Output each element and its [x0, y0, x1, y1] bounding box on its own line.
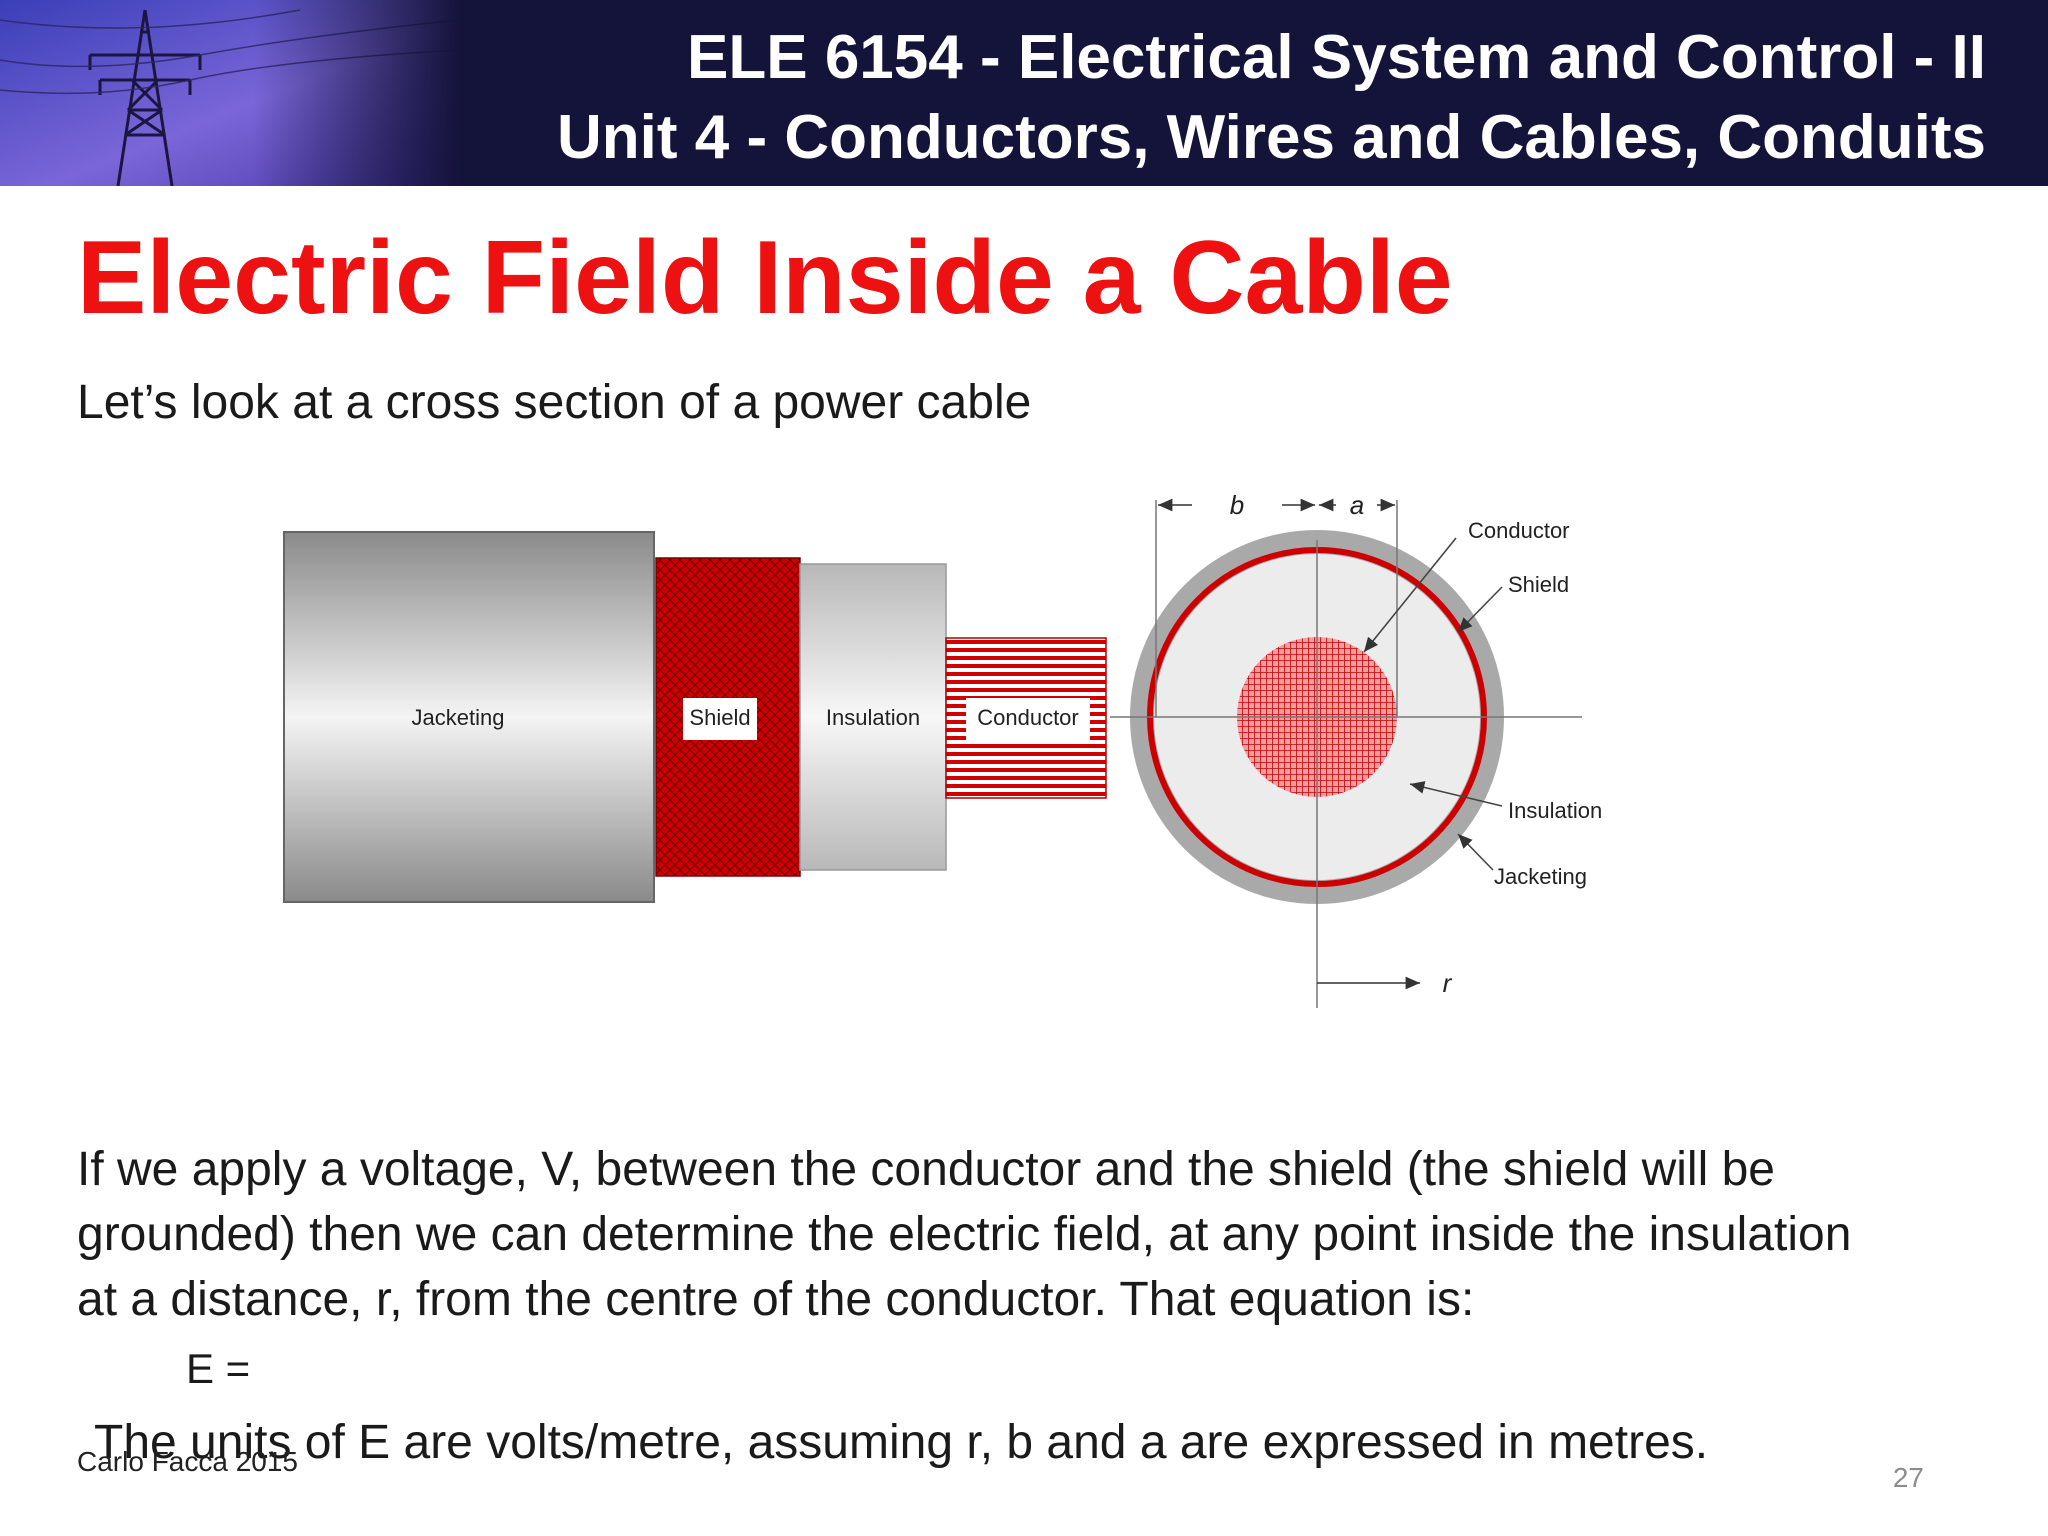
unit-title: Unit 4 - Conductors, Wires and Cables, C… — [557, 103, 1986, 172]
cross-label-jacketing: Jacketing — [1494, 864, 1587, 889]
side-label-conductor: Conductor — [977, 705, 1079, 730]
intro-text: Let’s look at a cross section of a power… — [77, 376, 1032, 429]
slide-title: Electric Field Inside a Cable — [77, 220, 1453, 336]
cross-section — [1110, 498, 1582, 1008]
paragraph-line: grounded) then we can determine the elec… — [77, 1208, 1852, 1261]
dim-label-a: a — [1350, 490, 1364, 520]
equation: E = — [186, 1345, 251, 1392]
cross-label-insulation: Insulation — [1508, 798, 1602, 823]
paragraph-line: If we apply a voltage, V, between the co… — [77, 1143, 1775, 1196]
insulation-section — [799, 563, 947, 871]
power-tower-image — [0, 0, 460, 186]
footer-author: Carlo Facca 2015 — [77, 1446, 299, 1477]
jacketing-section — [283, 531, 655, 903]
body-paragraph: If we apply a voltage, V, between the co… — [77, 1137, 1997, 1332]
dim-label-b: b — [1230, 490, 1244, 520]
units-note: The units of E are volts/metre, assuming… — [94, 1416, 1709, 1469]
side-label-insulation: Insulation — [826, 705, 920, 730]
paragraph-line: at a distance, r, from the centre of the… — [77, 1273, 1475, 1326]
page-number: 27 — [1892, 1462, 1924, 1493]
cross-label-conductor: Conductor — [1468, 518, 1570, 543]
dim-label-r: r — [1443, 968, 1453, 998]
header-banner: ELE 6154 - Electrical System and Control… — [0, 0, 2048, 186]
side-label-jacketing: Jacketing — [412, 705, 505, 730]
side-label-shield: Shield — [689, 705, 750, 730]
cable-diagram: Jacketing Shield Insulation Conductor b … — [283, 490, 1602, 1008]
course-title: ELE 6154 - Electrical System and Control… — [687, 23, 1986, 92]
cross-label-shield: Shield — [1508, 572, 1569, 597]
